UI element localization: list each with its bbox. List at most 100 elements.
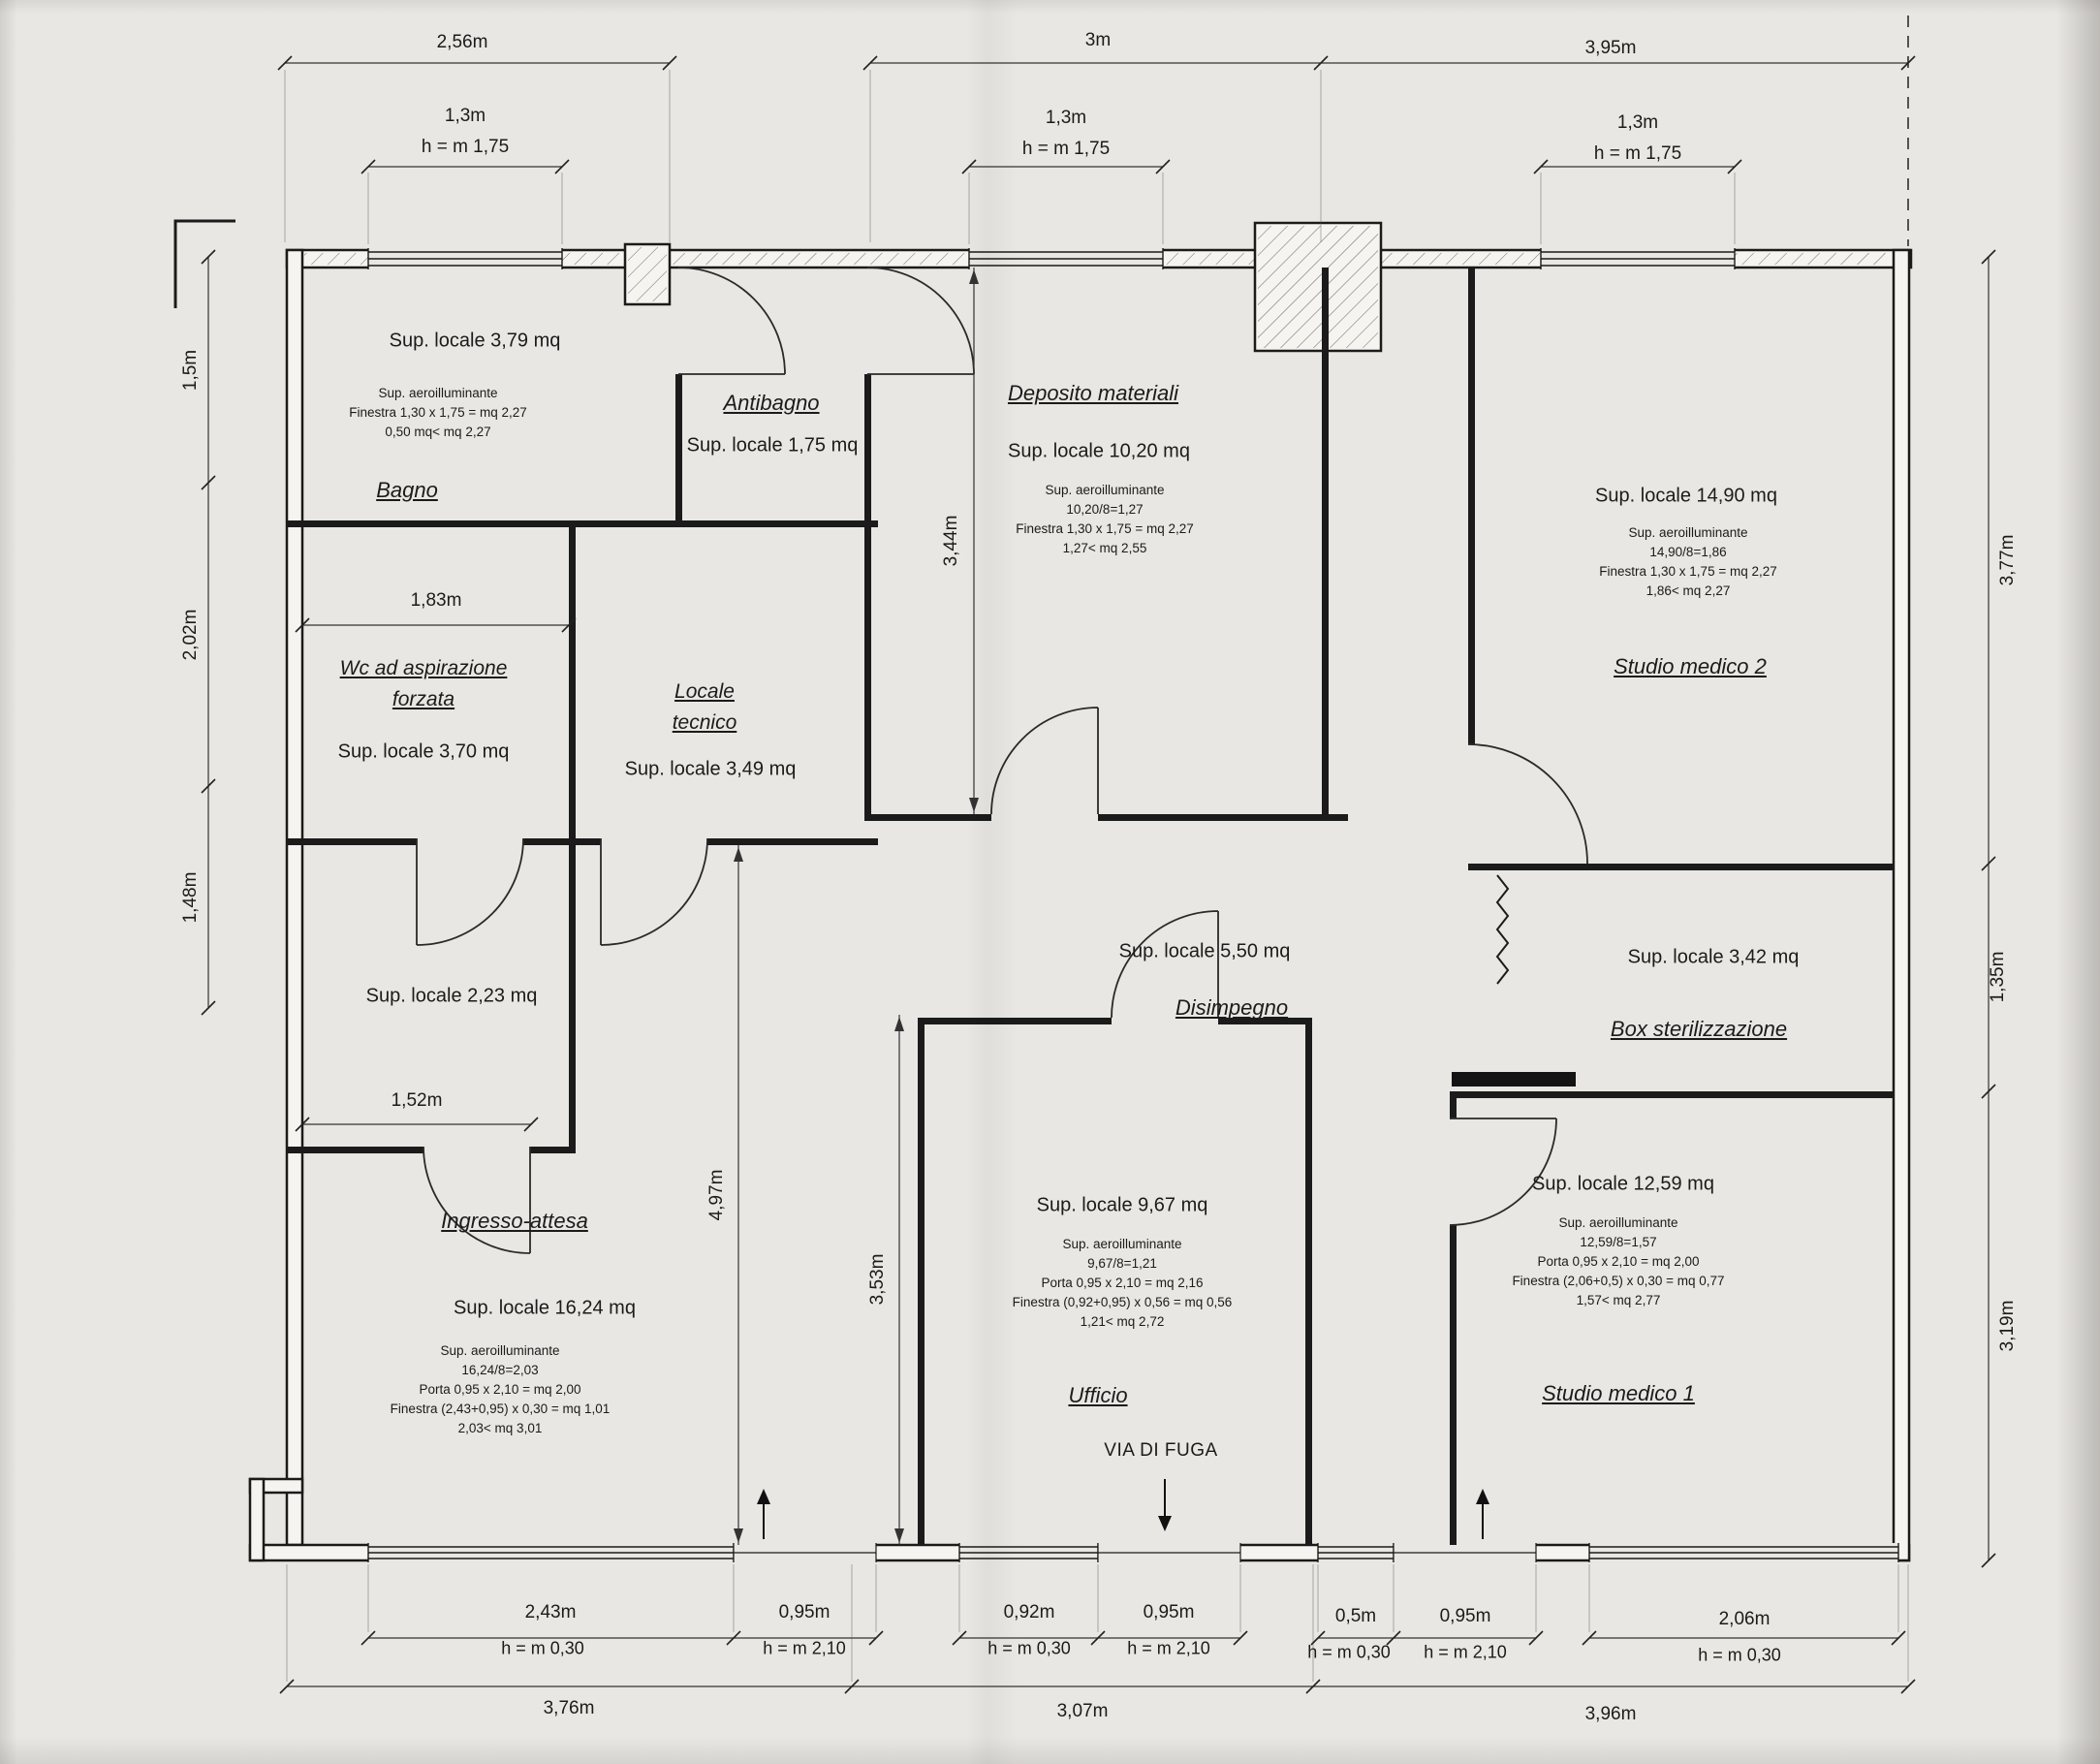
interior-walls bbox=[287, 268, 1894, 1545]
disimpegno-name: Disimpegno bbox=[1175, 995, 1289, 1020]
bottom-opening-height: h = m 0,30 bbox=[987, 1638, 1071, 1658]
locale-tecnico-area: Sup. locale 3,49 mq bbox=[624, 758, 797, 780]
dim-ingresso-height: 4,97m bbox=[706, 1169, 727, 1221]
note-line: Porta 0,95 x 2,10 = mq 2,00 bbox=[1537, 1254, 1700, 1269]
antibagno-name: Antibagno bbox=[723, 391, 820, 415]
note-line: Finestra (2,43+0,95) x 0,30 = mq 1,01 bbox=[390, 1402, 611, 1416]
bottom-opening-height: h = m 0,30 bbox=[501, 1638, 584, 1658]
note-line: Finestra (0,92+0,95) x 0,56 = mq 0,56 bbox=[1012, 1295, 1233, 1309]
bottom-opening-width: 0,95m bbox=[1143, 1602, 1195, 1622]
deposito-name: Deposito materiali bbox=[1007, 381, 1179, 405]
dim-right-1: 3,77m bbox=[1997, 534, 2018, 586]
pillars bbox=[173, 219, 1383, 353]
box-sterilizzazione-name: Box sterilizzazione bbox=[1610, 1017, 1788, 1041]
door-arcs bbox=[416, 267, 1588, 1254]
note-line: Finestra 1,30 x 1,75 = mq 2,27 bbox=[349, 405, 527, 420]
bagno-notes: Sup. aeroilluminante Finestra 1,30 x 1,7… bbox=[349, 384, 526, 442]
locale-tecnico-name-line2: tecnico bbox=[672, 711, 737, 734]
sliding-door bbox=[1452, 1072, 1576, 1087]
bottom-doors bbox=[733, 1543, 1537, 1562]
dim-top-middle: 3m bbox=[1084, 30, 1112, 50]
deposito-area: Sup. locale 10,20 mq bbox=[1008, 440, 1190, 462]
dimension-ticks bbox=[201, 55, 1996, 1694]
note-line: Sup. aeroilluminante bbox=[1558, 1215, 1678, 1230]
note-line: Finestra (2,06+0,5) x 0,30 = mq 0,77 bbox=[1512, 1274, 1725, 1288]
entrance-arrows bbox=[757, 1479, 1489, 1539]
note-line: 16,24/8=2,03 bbox=[461, 1363, 539, 1377]
bottom-windows bbox=[367, 1543, 1899, 1562]
dim-left-1: 1,5m bbox=[180, 349, 201, 392]
note-line: 2,03< mq 3,01 bbox=[457, 1421, 543, 1435]
bagno-area: Sup. locale 3,79 mq bbox=[389, 330, 561, 352]
note-line: Sup. aeroilluminante bbox=[1628, 525, 1748, 540]
bottom-opening-width: 0,5m bbox=[1334, 1606, 1377, 1626]
top-windows bbox=[367, 248, 1736, 269]
dim-deposito-height: 3,44m bbox=[941, 515, 961, 567]
window-height-dim: h = m 1,75 bbox=[1593, 143, 1682, 164]
dim-left-2: 2,02m bbox=[180, 609, 201, 661]
studio1-name: Studio medico 1 bbox=[1542, 1381, 1695, 1405]
window-height-dim: h = m 1,75 bbox=[421, 137, 510, 157]
ufficio-name: Ufficio bbox=[1068, 1383, 1128, 1407]
bagno-name: Bagno bbox=[376, 478, 438, 502]
dim-top-left: 2,56m bbox=[436, 32, 488, 52]
note-line: 12,59/8=1,57 bbox=[1580, 1235, 1657, 1249]
disimpegno-area: Sup. locale 5,50 mq bbox=[1118, 940, 1291, 962]
wc-name-line2: forzata bbox=[392, 688, 455, 710]
note-line: 10,20/8=1,27 bbox=[1066, 502, 1144, 517]
note-line: 9,67/8=1,21 bbox=[1087, 1256, 1157, 1271]
note-line: Finestra 1,30 x 1,75 = mq 2,27 bbox=[1016, 521, 1194, 536]
studio2-notes: Sup. aeroilluminante 14,90/8=1,86 Finest… bbox=[1599, 523, 1776, 601]
bottom-opening-height: h = m 2,10 bbox=[1424, 1642, 1507, 1662]
box-sterilizzazione-area: Sup. locale 3,42 mq bbox=[1627, 946, 1800, 968]
wc-name-line1: Wc ad aspirazione bbox=[339, 657, 508, 679]
wc-area: Sup. locale 3,70 mq bbox=[337, 740, 510, 763]
bottom-opening-height: h = m 2,10 bbox=[1127, 1638, 1210, 1658]
window-width-dim: 1,3m bbox=[444, 106, 486, 126]
note-line: Sup. aeroilluminante bbox=[440, 1343, 560, 1358]
dim-top-right: 3,95m bbox=[1584, 38, 1637, 58]
dimension-lines bbox=[207, 62, 1990, 1687]
note-line: Finestra 1,30 x 1,75 = mq 2,27 bbox=[1599, 564, 1777, 579]
wall-stub bbox=[173, 219, 235, 308]
note-line: Sup. aeroilluminante bbox=[378, 386, 498, 400]
antibagno-area: Sup. locale 1,75 mq bbox=[686, 434, 859, 457]
dimension-arrowheads bbox=[734, 269, 979, 1543]
note-line: 1,27< mq 2,55 bbox=[1062, 541, 1147, 555]
ingresso-notes: Sup. aeroilluminante 16,24/8=2,03 Porta … bbox=[391, 1341, 611, 1438]
window-height-dim: h = m 1,75 bbox=[1021, 139, 1111, 159]
bottom-opening-height: h = m 0,30 bbox=[1698, 1645, 1781, 1665]
extension-lines bbox=[284, 70, 1909, 1682]
dim-right-3: 3,19m bbox=[1997, 1300, 2018, 1352]
studio2-area: Sup. locale 14,90 mq bbox=[1595, 485, 1777, 507]
note-line: Sup. aeroilluminante bbox=[1062, 1237, 1182, 1251]
deposito-notes: Sup. aeroilluminante 10,20/8=1,27 Finest… bbox=[1016, 481, 1193, 558]
dim-bottom-total-1: 3,76m bbox=[543, 1698, 595, 1718]
via-di-fuga-label: VIA DI FUGA bbox=[1104, 1440, 1218, 1461]
note-line: Porta 0,95 x 2,10 = mq 2,16 bbox=[1041, 1276, 1204, 1290]
studio1-notes: Sup. aeroilluminante 12,59/8=1,57 Porta … bbox=[1512, 1213, 1724, 1310]
bottom-opening-width: 2,43m bbox=[524, 1602, 577, 1622]
ingresso-area: Sup. locale 16,24 mq bbox=[454, 1297, 636, 1319]
note-line: 1,21< mq 2,72 bbox=[1080, 1314, 1165, 1329]
studio2-name: Studio medico 2 bbox=[1614, 654, 1767, 678]
window-width-dim: 1,3m bbox=[1616, 112, 1659, 133]
locale-tecnico-name-line1: Locale bbox=[674, 680, 735, 703]
note-line: Porta 0,95 x 2,10 = mq 2,00 bbox=[419, 1382, 581, 1397]
bottom-opening-width: 0,95m bbox=[778, 1602, 831, 1622]
dim-bottom-total-2: 3,07m bbox=[1056, 1701, 1109, 1721]
dim-ufficio-height: 3,53m bbox=[867, 1253, 888, 1306]
bottom-opening-width: 0,92m bbox=[1003, 1602, 1055, 1622]
bottom-opening-height: h = m 0,30 bbox=[1307, 1642, 1391, 1662]
dim-right-2: 1,35m bbox=[1988, 951, 2008, 1003]
bottom-opening-height: h = m 2,10 bbox=[763, 1638, 846, 1658]
ufficio-area: Sup. locale 9,67 mq bbox=[1036, 1194, 1208, 1216]
dim-wc-width: 1,83m bbox=[410, 590, 462, 611]
studio1-area: Sup. locale 12,59 mq bbox=[1532, 1173, 1714, 1195]
vestibolo-area: Sup. locale 2,23 mq bbox=[365, 985, 538, 1007]
note-line: 1,57< mq 2,77 bbox=[1576, 1293, 1661, 1307]
dim-vestibolo-width: 1,52m bbox=[391, 1090, 443, 1111]
ufficio-notes: Sup. aeroilluminante 9,67/8=1,21 Porta 0… bbox=[1013, 1235, 1233, 1332]
